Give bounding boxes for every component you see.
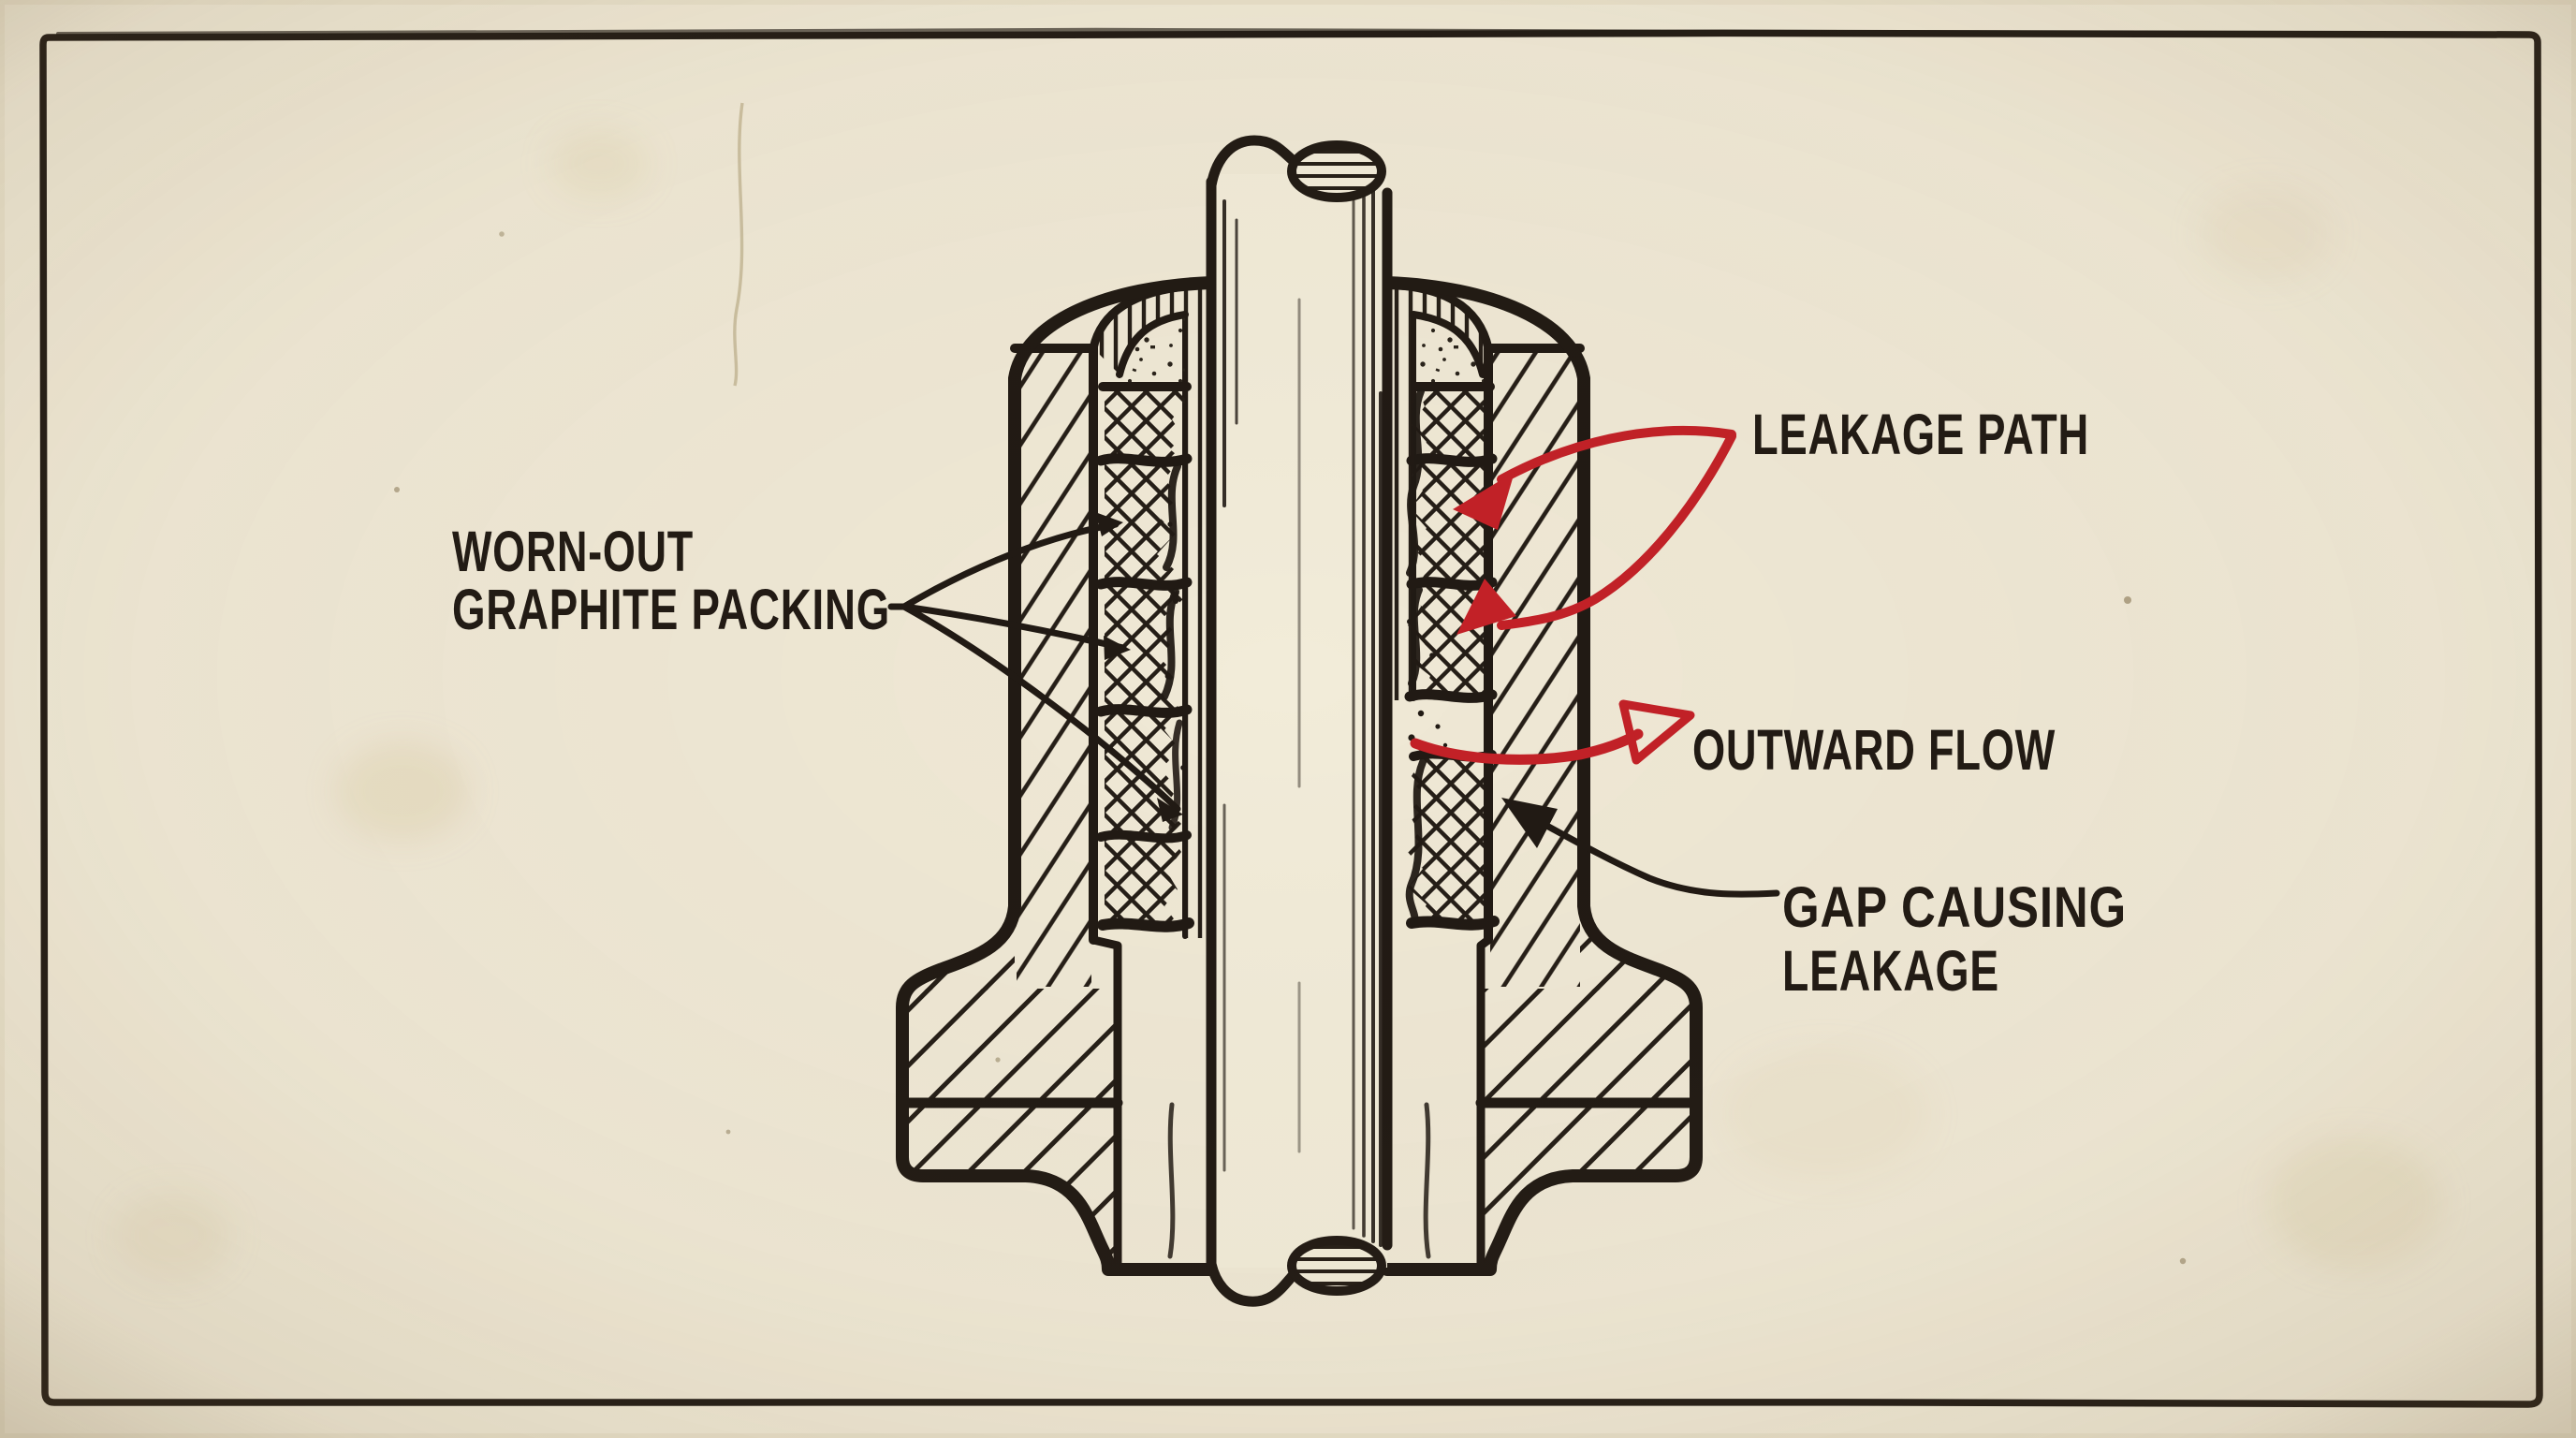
diagram-canvas: WORN-OUT GRAPHITE PACKING LEAKAGE PATH O… [0,0,2576,1438]
vignette-overlay [0,0,2576,1438]
aged-paper-page: WORN-OUT GRAPHITE PACKING LEAKAGE PATH O… [0,0,2576,1438]
